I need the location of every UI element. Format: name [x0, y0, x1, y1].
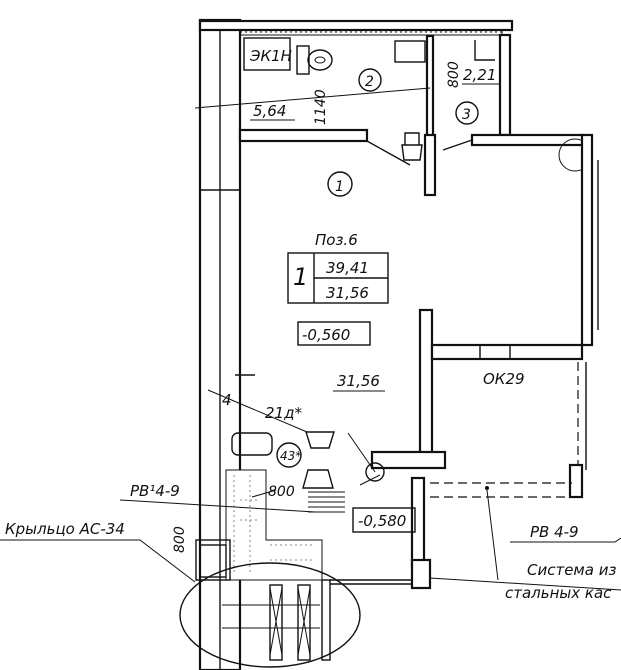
mark-21d: 21д*: [265, 404, 302, 422]
area-label: 31,56: [337, 372, 380, 390]
partition-wall: [425, 34, 435, 138]
room-number: 1: [335, 179, 344, 195]
room3-wall: [498, 33, 512, 137]
left-exterior-wall: [198, 18, 242, 670]
window-wall: [430, 343, 584, 361]
callout-porch: Крыльцо АС-34: [5, 520, 125, 538]
bathroom-wall: [238, 128, 369, 143]
shower-icon: [474, 40, 495, 61]
entry-wall: [410, 476, 426, 570]
rooms-count: 1: [293, 263, 308, 291]
wall: [470, 133, 586, 147]
mark-43: 43*: [280, 449, 301, 463]
callout-system-2: стальных кас: [505, 584, 612, 602]
equipment-label: ЭК1Н: [249, 47, 292, 65]
door-swing: [366, 140, 411, 166]
dimension-porch: 800: [172, 526, 188, 553]
apartment-position: Поз.6: [315, 231, 358, 249]
wall: [370, 450, 447, 470]
door-swing: [442, 139, 473, 151]
partition-wall-lower: [423, 133, 437, 197]
heater-marker: [235, 374, 255, 430]
callout-system-1: Система из: [527, 561, 616, 579]
floor-level-entry: -0,580: [358, 512, 406, 530]
room-area: 2,21: [463, 66, 496, 84]
radiator-icon: [231, 432, 273, 456]
sink-icon: [394, 40, 426, 63]
sink-room-icon: [401, 132, 423, 161]
steps: [308, 491, 345, 513]
room-number: 3: [462, 107, 471, 123]
dimension-entry-door: 800: [268, 484, 295, 500]
mark-4: 4: [222, 391, 232, 409]
door-symbol: [302, 431, 335, 489]
leader-line: [194, 87, 431, 109]
living-area: 31,56: [326, 284, 369, 302]
callout-rv-left: РВ¹4-9: [130, 482, 180, 500]
dimension-wc-door: 800: [446, 61, 462, 88]
electric-panel-box: [243, 37, 291, 71]
dimension-bath: 1140: [313, 89, 329, 125]
porch: [179, 539, 361, 668]
toilet-icon: [296, 45, 333, 75]
floor-level-main: -0,560: [302, 326, 350, 344]
room-area: 5,64: [253, 102, 286, 120]
callout-rv-right: РВ 4-9: [530, 523, 579, 541]
window-label: ОК29: [483, 370, 525, 388]
top-wall: [198, 19, 514, 36]
room-number: 2: [365, 74, 374, 90]
total-area: 39,41: [326, 259, 369, 277]
window-ok29: [479, 344, 511, 360]
inner-wall: [418, 308, 434, 457]
right-wall: [580, 133, 594, 347]
